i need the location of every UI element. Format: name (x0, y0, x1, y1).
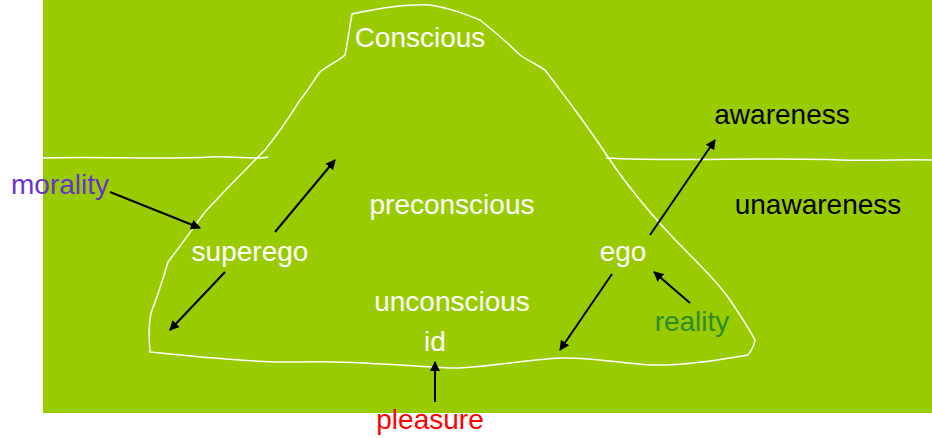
structure-label: ego (600, 238, 647, 266)
force-label: pleasure (376, 406, 483, 434)
superego-up-arrow (275, 160, 335, 232)
ego-down-arrow (560, 274, 612, 350)
superego-down-arrow (170, 272, 225, 330)
structure-label: id (424, 328, 446, 356)
awareness-label: awareness (714, 101, 849, 129)
level-label: Conscious (355, 24, 486, 52)
water-line (606, 158, 932, 160)
water-line (43, 157, 268, 158)
pleasure-arrow (434, 362, 436, 402)
ego-up-arrow (650, 140, 715, 235)
awareness-label: unawareness (735, 191, 902, 219)
structure-label: superego (192, 238, 309, 266)
force-label: reality (655, 308, 730, 336)
force-label: morality (11, 171, 109, 199)
morality-arrow (110, 192, 200, 228)
level-label: unconscious (374, 288, 530, 316)
level-label: preconscious (370, 191, 535, 219)
reality-arrow (654, 272, 690, 303)
background-panel (43, 0, 932, 413)
iceberg-outline (149, 5, 755, 368)
